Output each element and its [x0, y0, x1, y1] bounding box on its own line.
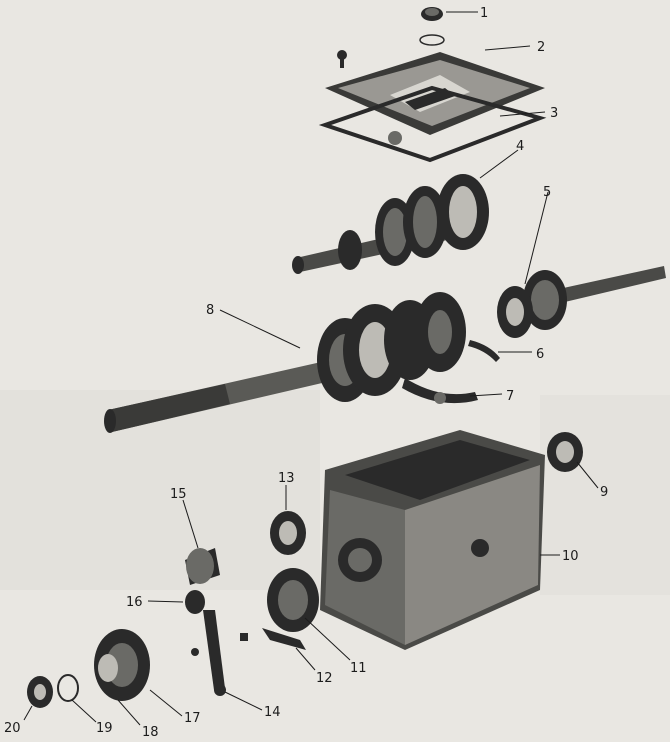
- part-11-bearing-cover: [267, 568, 319, 632]
- part-6-selector-fork: [468, 340, 500, 362]
- callout-14: 14: [264, 705, 281, 720]
- callout-1: 1: [480, 6, 488, 21]
- part-10-gearbox-casing: [320, 430, 545, 650]
- callout-3: 3: [550, 106, 558, 121]
- callout-11: 11: [350, 661, 367, 676]
- callout-12: 12: [316, 671, 333, 686]
- callout-17: 17: [184, 711, 201, 726]
- part-15-bevel-gear: [185, 548, 220, 585]
- part-14-selector-lever: [191, 610, 226, 696]
- part-16-bushing: [185, 590, 205, 614]
- callout-13: 13: [278, 471, 295, 486]
- faded-bleed-block: [0, 390, 320, 590]
- callout-5: 5: [543, 185, 551, 200]
- callout-6: 6: [536, 347, 544, 362]
- callout-9: 9: [600, 485, 608, 500]
- callout-19: 19: [96, 721, 113, 736]
- part-7-selector-fork: [402, 378, 478, 404]
- part-12-lever: [240, 628, 306, 650]
- part-19-circlip: [57, 674, 79, 702]
- callout-labels: 1 2 3 4 5 6 7 8 9 10 11 12 13 14 15 16 1…: [4, 6, 608, 740]
- callout-16: 16: [126, 595, 143, 610]
- leader-lines: [23, 11, 599, 726]
- part-5-input-shaft: [497, 266, 666, 338]
- part-13-bearing: [270, 511, 306, 555]
- faded-bleed-block-right: [540, 395, 670, 595]
- callout-4: 4: [516, 139, 524, 154]
- part-9-bearing: [547, 432, 583, 472]
- callout-10: 10: [562, 549, 579, 564]
- callout-8: 8: [206, 303, 214, 318]
- callout-15: 15: [170, 487, 187, 502]
- callout-2: 2: [537, 40, 545, 55]
- part-1-filler-plug: [419, 7, 445, 46]
- part-4-counter-gear-cluster: [292, 174, 489, 274]
- part-8-main-shaft: [104, 292, 466, 433]
- part-2-top-cover: [325, 52, 545, 135]
- cover-screw: [337, 50, 347, 68]
- part-18-washer: [98, 654, 118, 682]
- callout-20: 20: [4, 721, 21, 736]
- callout-7: 7: [506, 389, 514, 404]
- part-3-gasket: [318, 85, 547, 163]
- callout-18: 18: [142, 725, 159, 740]
- part-20-seal: [27, 676, 53, 708]
